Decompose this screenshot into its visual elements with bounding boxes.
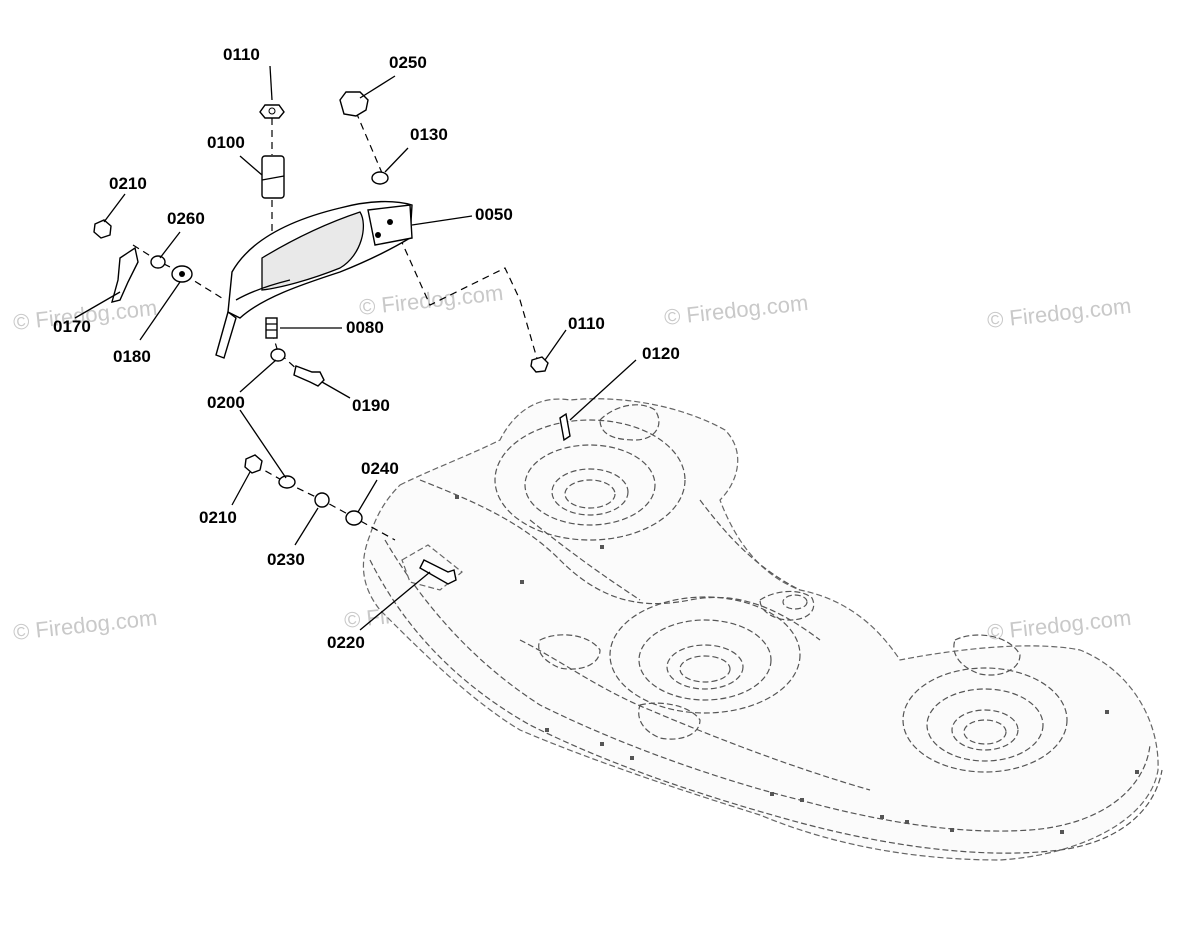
washer-icon	[371, 171, 389, 185]
deck-inner-rim	[384, 539, 1151, 832]
chute-lip	[215, 310, 237, 359]
mower-deck	[362, 398, 1163, 861]
spindle-right	[902, 667, 1068, 773]
deck-bump	[538, 634, 601, 670]
bracket-icon	[111, 246, 139, 303]
chute-deflector	[261, 211, 364, 291]
callout-0260: 0260	[167, 209, 205, 228]
callout-0240: 0240	[361, 459, 399, 478]
deck-skirt	[369, 559, 1163, 854]
bolt-icon	[419, 559, 457, 585]
callout-0170: 0170	[53, 317, 91, 336]
deck-bump	[638, 702, 701, 740]
callout-0220: 0220	[327, 633, 365, 652]
hardware	[93, 91, 571, 585]
bushing-icon	[314, 492, 330, 508]
callout-0130: 0130	[410, 125, 448, 144]
spring-icon	[559, 412, 571, 442]
spindle-center	[609, 596, 801, 714]
deck-hub	[782, 594, 808, 610]
deck-ridge	[529, 519, 641, 601]
washer-icon	[278, 475, 296, 489]
callout-labels: 0110 0250 0130 0100 0210 0260 0050 0170 …	[53, 45, 680, 652]
washer-icon	[345, 510, 363, 526]
discharge-chute	[215, 200, 413, 359]
watermark: © Firedog.com	[358, 280, 504, 320]
leader-lines	[74, 65, 637, 631]
deck-bump	[599, 404, 660, 441]
spacer-icon	[261, 155, 285, 199]
watermark: © Firedog.com	[12, 605, 158, 645]
deck-bump	[759, 590, 815, 621]
callout-0050: 0050	[475, 205, 513, 224]
bracket-hole	[375, 232, 381, 238]
deck-outline	[362, 398, 1159, 861]
deck-ridge	[419, 479, 821, 641]
watermark: © Firedog.com	[986, 605, 1132, 645]
callout-0110: 0110	[223, 45, 260, 64]
spindle-left	[494, 419, 686, 541]
deck-ridge	[519, 639, 871, 791]
callout-0100: 0100	[207, 133, 245, 152]
callout-0210: 0210	[109, 174, 147, 193]
washer-icon	[270, 348, 286, 362]
nut-icon	[244, 454, 263, 474]
callout-0250: 0250	[389, 53, 427, 72]
bolt-icon	[293, 365, 325, 387]
nut-icon	[530, 356, 549, 373]
callout-0180: 0180	[113, 347, 151, 366]
callout-0190: 0190	[352, 396, 390, 415]
bushing-icon	[150, 255, 166, 269]
nut-icon	[93, 219, 112, 239]
callout-0120: 0120	[642, 344, 680, 363]
watermark: © Firedog.com	[986, 293, 1132, 333]
callout-0110: 0110	[568, 314, 605, 333]
callout-0200: 0200	[207, 393, 245, 412]
bolt-icon	[265, 317, 278, 339]
deck-ridge	[699, 499, 801, 591]
callout-0080: 0080	[346, 318, 384, 337]
deck-rivets	[455, 495, 1139, 834]
callout-0210: 0210	[199, 508, 237, 527]
callout-0230: 0230	[267, 550, 305, 569]
bracket-hole	[387, 219, 393, 225]
deck-bump	[953, 634, 1021, 676]
watermark: © Firedog.com	[663, 290, 809, 330]
